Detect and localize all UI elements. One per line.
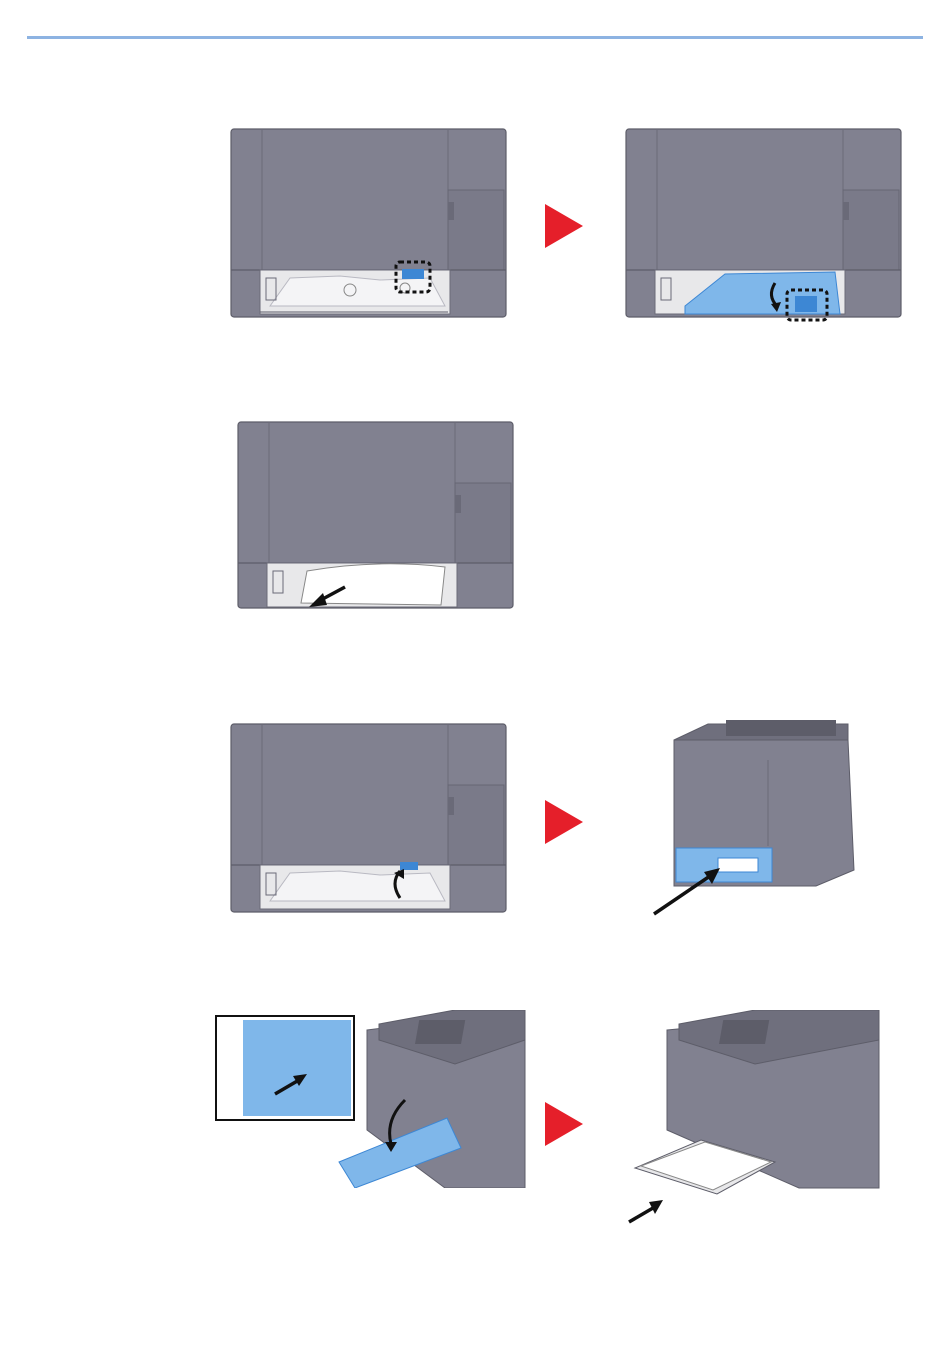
printer-remove-jammed-paper (237, 421, 515, 611)
printer-push-cassette-in (648, 720, 860, 918)
push-arrow-icon (629, 1208, 653, 1222)
step-arrow (545, 800, 583, 844)
printer-load-paper-multipurpose-tray (625, 1010, 881, 1226)
printer-close-bottom-cover (230, 723, 508, 913)
step-arrow (545, 204, 583, 248)
printer-bottom-cover-lowered (625, 128, 903, 322)
printer-open-multipurpose-tray (215, 1010, 527, 1188)
header-rule (27, 36, 923, 39)
printer-bottom-lever-highlighted (230, 128, 508, 318)
step-arrow (545, 1102, 583, 1146)
